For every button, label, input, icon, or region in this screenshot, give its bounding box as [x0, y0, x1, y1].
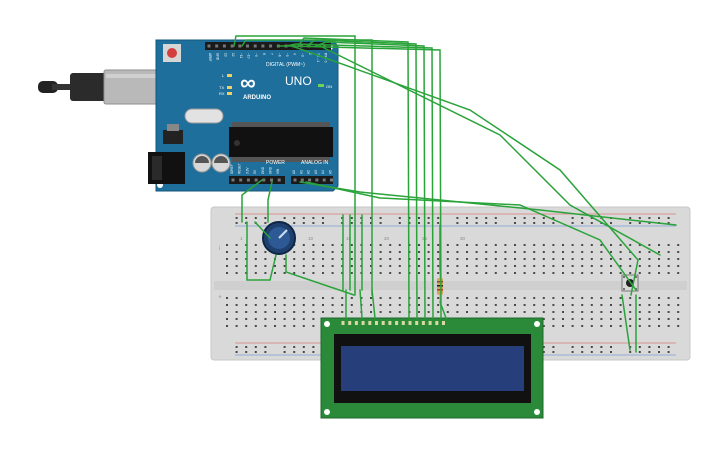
analog-pin-header[interactable]: [291, 176, 333, 184]
pin-label: GND: [269, 166, 273, 174]
col-number-20: 20: [384, 236, 390, 241]
pin-label: 8: [262, 53, 266, 55]
pin-label: 5V: [253, 169, 257, 174]
pin-label: A5: [329, 170, 333, 174]
col-number-10: 10: [308, 236, 314, 241]
arduino-logo-icon: ∞: [240, 70, 256, 95]
wires: [233, 35, 677, 353]
pin-label: RESET: [238, 163, 242, 174]
tx-label: TX: [219, 85, 224, 90]
reset-button[interactable]: [163, 44, 181, 62]
power-pin-header[interactable]: [229, 176, 285, 184]
pin-label: A2: [307, 170, 311, 174]
arduino-brand: ARDUINO: [243, 95, 271, 101]
voltage-regulator: [163, 130, 183, 144]
pin-label: 7: [270, 53, 274, 55]
pin-label: 4: [293, 53, 297, 55]
led-l: [227, 74, 232, 77]
dc-jack-icon[interactable]: [148, 152, 185, 184]
pin-label: 12: [231, 53, 235, 57]
usb-cable-icon[interactable]: [38, 69, 159, 105]
led-tx: [227, 86, 232, 89]
lcd-pin-header: [341, 321, 445, 325]
rx-label: RX: [219, 91, 225, 96]
led-on: [318, 84, 324, 87]
pin-label: ~3: [300, 53, 304, 57]
arduino-uno-board[interactable]: L TX RX ON ∞ ARDUINO UNO DIGITAL (PWM~) …: [148, 39, 339, 192]
row-letter-e: e: [219, 294, 222, 299]
pin-label: IOREF: [230, 164, 234, 174]
pin-label: ~9: [254, 53, 258, 57]
lcd-screen: [341, 346, 524, 391]
atmega-chip: [229, 122, 333, 162]
analog-in-label: ANALOG IN: [301, 160, 329, 166]
col-number-30: 30: [460, 236, 466, 241]
pin-label: ~5: [285, 53, 289, 57]
arduino-model: UNO: [285, 74, 312, 88]
pin-label: ~11: [239, 53, 243, 58]
row-letter-j: j: [218, 245, 220, 250]
pin-label: ~6: [277, 53, 281, 57]
pin-label: TX→1: [316, 53, 320, 62]
pin-label: A1: [299, 170, 303, 174]
power-label: POWER: [266, 160, 285, 166]
col-number-1: 1: [240, 236, 243, 241]
pin-label: 2: [308, 53, 312, 55]
on-label: ON: [326, 84, 332, 89]
pin-label: A4: [321, 170, 325, 174]
digital-pwm-label: DIGITAL (PWM~): [266, 62, 305, 68]
led-rx: [227, 92, 232, 95]
pin-label: GND: [261, 166, 265, 174]
crystal-oscillator: [184, 108, 224, 124]
pin-label: GND: [216, 53, 220, 61]
lcd-16x2-display[interactable]: [320, 317, 544, 419]
pin-label: A3: [314, 170, 318, 174]
pin-label: ~10: [247, 53, 251, 59]
pin-label: 3.3V: [245, 167, 249, 174]
potentiometer-icon[interactable]: [262, 221, 296, 255]
pin-label: VIN: [276, 168, 280, 174]
pin-label: AREF: [208, 53, 212, 62]
l-label: L: [222, 73, 225, 78]
col-number-15: 15: [346, 236, 352, 241]
pin-label: A0: [292, 170, 296, 174]
pin-label: 13: [223, 53, 227, 57]
capacitors: [192, 153, 231, 173]
